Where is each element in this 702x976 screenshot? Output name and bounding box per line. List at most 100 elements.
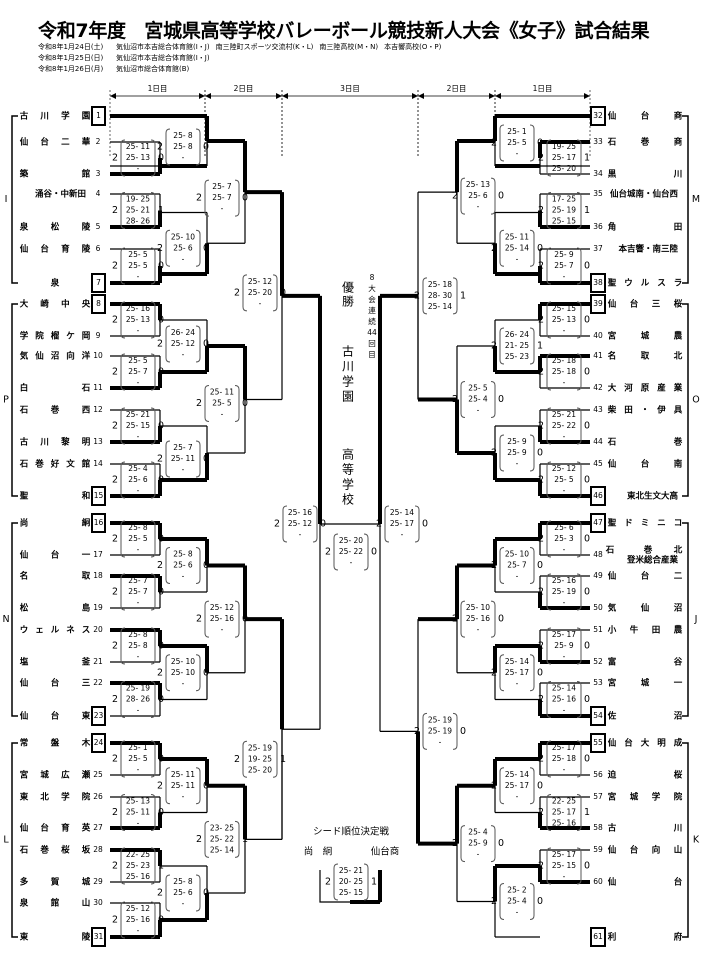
set-score: 25- 18 <box>552 754 576 763</box>
set-score: 25- 4 <box>507 897 527 906</box>
team-name-char: 大 <box>20 299 29 310</box>
champion-name: 校 <box>342 492 354 507</box>
seed-box <box>91 486 106 506</box>
day-label: 3日目 <box>340 84 360 93</box>
team-name-char: ル <box>641 279 650 289</box>
paren-right <box>150 573 156 611</box>
team-name-char: 学 <box>652 792 661 803</box>
block-label: N <box>2 614 9 625</box>
champion-note: 8 <box>370 273 375 282</box>
set-score: 25- 23 <box>505 352 529 361</box>
set-score: 25- 11 <box>126 142 150 151</box>
team-name: 東北生文大高 <box>627 491 679 502</box>
paren-right <box>150 847 156 885</box>
team-number: 54 <box>593 711 603 720</box>
sets-lost: 0 <box>422 519 428 530</box>
team-number: 25 <box>93 770 103 779</box>
paren-right <box>363 863 369 901</box>
team-number: 60 <box>593 877 603 886</box>
paren-right <box>150 301 156 339</box>
team-name-char: 盤 <box>50 738 60 749</box>
seed-box <box>590 513 606 533</box>
set-score: 19- 25 <box>552 142 576 151</box>
team-number: 57 <box>593 792 603 801</box>
set-score: 25- 19 <box>428 726 452 735</box>
paren-left <box>120 847 126 885</box>
paren-right <box>576 353 582 391</box>
set-score: - <box>182 153 185 162</box>
team-name-char: 城 <box>641 331 650 342</box>
set-score: 25- 5 <box>468 384 488 393</box>
team-number: 39 <box>593 299 603 308</box>
set-score: 25- 18 <box>552 356 576 365</box>
paren-left <box>165 325 171 363</box>
set-score: 25- 4 <box>128 464 148 473</box>
team-name-char: 崎 <box>40 299 49 310</box>
team-number: 19 <box>93 603 103 612</box>
champion-name: 高 <box>342 447 354 462</box>
set-score: 25- 5 <box>554 475 574 484</box>
team-name-char: 角 <box>608 222 617 233</box>
team-name-char: 谷 <box>673 657 683 668</box>
schedule-venue: 気仙沼市総合体育館(B) <box>116 65 190 73</box>
team-name-char: 中 <box>61 299 70 310</box>
team-name-char: 城 <box>40 770 49 781</box>
sets-won: 2 <box>157 667 163 678</box>
team-name-char: 絅 <box>82 518 91 529</box>
set-score: 25- 1 <box>507 127 527 136</box>
champion-note: 目 <box>368 350 376 359</box>
team-name-char: 榴 <box>51 331 60 342</box>
set-score: 25- 17 <box>552 808 576 817</box>
set-score: 25- 8 <box>173 142 193 151</box>
team-name-char: 桜 <box>61 845 70 856</box>
team-name-char: 宮 <box>608 792 617 803</box>
set-score: 25- 18 <box>428 280 452 289</box>
sets-lost: 0 <box>584 641 590 652</box>
paren-left <box>204 385 210 422</box>
set-score: 19- 25 <box>126 195 150 204</box>
team-name-char: ラ <box>674 279 683 289</box>
set-score: 25- 2 <box>507 886 527 895</box>
team-name-char: 商 <box>674 111 683 122</box>
team-name-char: 川 <box>39 438 49 448</box>
paren-right <box>234 600 240 638</box>
paren-left <box>204 600 210 638</box>
paren-left <box>546 740 552 778</box>
schedule-date: 令和8年1月24日(土) <box>38 43 104 51</box>
set-score: 25- 12 <box>171 339 195 348</box>
paren-left <box>165 547 171 584</box>
sets-lost: 0 <box>460 726 466 737</box>
paren-left <box>120 681 126 718</box>
sets-won: 2 <box>325 547 331 558</box>
set-score: 28- 30 <box>428 291 452 300</box>
team-name-char: 英 <box>81 823 91 834</box>
paren-left <box>165 229 171 267</box>
team-name-char: ・ <box>641 406 650 416</box>
sets-lost: 0 <box>584 315 590 326</box>
sets-lost: 0 <box>498 394 504 405</box>
set-score: 25- 15 <box>552 217 576 226</box>
team-name-char: 川 <box>673 824 683 834</box>
team-name-char: 瀬 <box>82 770 91 781</box>
sets-won: 2 <box>112 421 118 432</box>
team-number: 44 <box>593 437 603 446</box>
set-score: 25- 6 <box>554 523 574 532</box>
set-score: - <box>137 926 140 935</box>
set-score: 25- 9 <box>468 839 488 848</box>
set-score: - <box>439 737 442 746</box>
team-name-char: 賀 <box>50 877 60 888</box>
sets-won: 2 <box>112 534 118 545</box>
paren-left <box>499 767 505 805</box>
seed-box <box>590 733 606 753</box>
set-score: 25- 13 <box>126 797 150 806</box>
score-box: 25- 525- 7-20 <box>112 353 164 391</box>
schedule-row: 令和8年1月26日(月) 気仙沼市総合体育館(B) <box>38 64 447 75</box>
sets-won: 2 <box>157 888 163 899</box>
team-name-char: 河 <box>624 383 633 394</box>
set-score: 19- 25 <box>248 754 272 763</box>
